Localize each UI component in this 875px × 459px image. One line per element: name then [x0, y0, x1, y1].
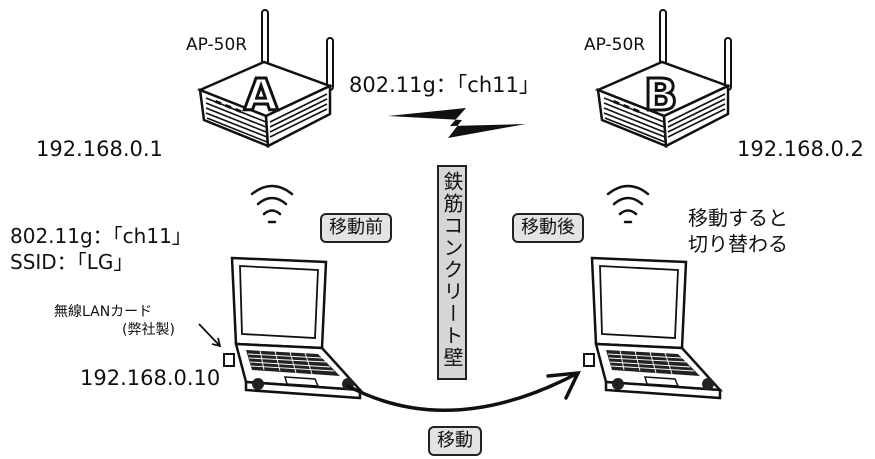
- router-b-ip: 192.168.0.2: [737, 137, 864, 161]
- switch-note-line2: 切り替わる: [688, 232, 788, 256]
- laptop-after-icon: [582, 256, 722, 400]
- switch-note-line1: 移動すると: [688, 206, 788, 230]
- router-a-letter: A: [242, 70, 279, 121]
- router-b-model: AP-50R: [584, 35, 646, 55]
- router-a-ip: 192.168.0.1: [36, 137, 163, 161]
- link-channel-label: 802.11g：「ch11」: [349, 73, 540, 97]
- concrete-wall: 鉄筋コンクリート壁: [437, 165, 467, 380]
- wifi-before-icon: [250, 184, 294, 224]
- card-pointer-arrow: [198, 323, 222, 348]
- after-move-badge: 移動後: [512, 213, 584, 243]
- client-ip: 192.168.0.10: [80, 366, 221, 390]
- wifi-after-icon: [606, 184, 650, 224]
- laptop-before-icon: [222, 256, 362, 400]
- move-badge: 移動: [428, 426, 482, 456]
- card-sublabel: (弊社製): [122, 322, 175, 338]
- wireless-link-icon: [388, 108, 526, 138]
- move-arrow: [346, 370, 581, 413]
- client-channel-label: 802.11g：「ch11」: [10, 224, 192, 248]
- client-ssid-label: SSID：「LG」: [10, 250, 134, 274]
- before-move-badge: 移動前: [320, 213, 392, 243]
- router-b-letter: B: [643, 70, 680, 121]
- router-a-model: AP-50R: [186, 35, 248, 55]
- card-label: 無線LANカード: [54, 304, 153, 320]
